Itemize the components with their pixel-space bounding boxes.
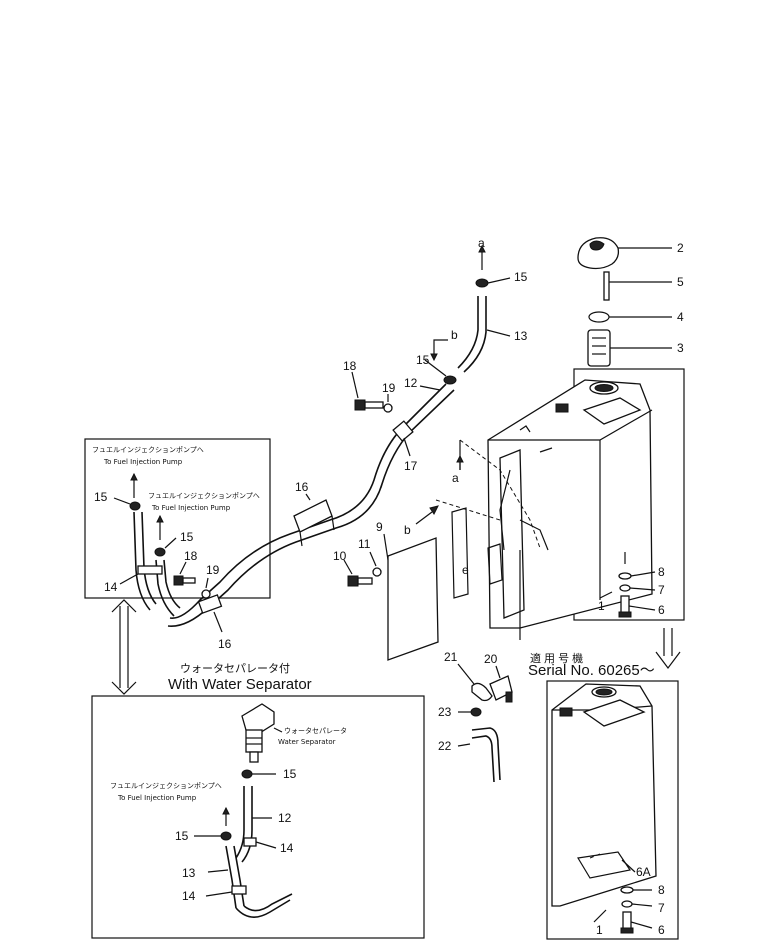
part-number: 6: [658, 923, 665, 937]
pipe-clip: [392, 420, 414, 442]
strainer: [587, 329, 611, 367]
clamp: [154, 547, 166, 557]
part-number: 7: [658, 901, 665, 915]
part-number: 12: [278, 811, 292, 825]
part-number: 18: [184, 549, 198, 563]
cover-plate: [387, 537, 439, 661]
part-number: 4: [677, 310, 684, 324]
clamp: [241, 769, 253, 779]
water-separator: [241, 703, 275, 763]
part-number: 14: [280, 841, 294, 855]
part-number: 12: [404, 376, 418, 390]
caption-jp: フュエルインジェクションポンプへ: [92, 446, 204, 454]
part-number: 21: [444, 650, 458, 664]
ref-letter: b: [451, 328, 458, 342]
part-number: 5: [677, 275, 684, 289]
part-number: 19: [206, 563, 220, 577]
part-number: 6: [658, 603, 665, 617]
clamp: [220, 831, 232, 841]
section-title-en: With Water Separator: [168, 676, 312, 693]
section-title-jp: ウォータセパレータ付: [180, 662, 290, 675]
part-number: 16: [218, 637, 232, 651]
ref-letter: a: [452, 471, 459, 485]
bolt: [347, 567, 382, 587]
caption-en: Water Separator: [278, 738, 336, 746]
part-number: 1: [598, 599, 605, 613]
pipe-clip: [137, 565, 163, 575]
ref-letter: a: [478, 236, 485, 250]
part-number: 15: [514, 270, 528, 284]
caption-jp: フュエルインジェクションポンプへ: [148, 492, 260, 500]
pipe-clip: [231, 885, 247, 895]
drain-hose: [471, 727, 501, 783]
part-number: 23: [438, 705, 452, 719]
bolt: [354, 399, 393, 413]
part-number: 15: [416, 353, 430, 367]
fuel-tank: [487, 379, 653, 629]
caption-jp: フュエルインジェクションポンプへ: [110, 782, 222, 790]
part-number: 3: [677, 341, 684, 355]
part-number: 9: [376, 520, 383, 534]
part-number: 10: [333, 549, 347, 563]
part-number: 22: [438, 739, 452, 753]
part-number: 6A: [636, 865, 651, 879]
part-number: 2: [677, 241, 684, 255]
serial-title-jp: 適 用 号 機: [530, 651, 583, 665]
part-number: 7: [658, 583, 665, 597]
part-number: 14: [182, 889, 196, 903]
part-number: 19: [382, 381, 396, 395]
part-number: 15: [283, 767, 297, 781]
pipe-clamp: [293, 499, 335, 547]
pipe-clip: [243, 837, 257, 847]
fuel-pipe: [167, 383, 455, 627]
caption-en: To Fuel Injection Pump: [151, 504, 231, 512]
serial-title-en: Serial No. 60265～: [528, 662, 655, 679]
water-separator-box: [91, 695, 425, 939]
part-number: 17: [404, 459, 418, 473]
drain-bolt-assembly: [618, 552, 632, 618]
part-number: 15: [180, 530, 194, 544]
o-ring: [588, 311, 610, 323]
part-number: 1: [596, 923, 603, 937]
fuel-pipe: [133, 511, 181, 617]
part-number: 8: [658, 883, 665, 897]
clamp: [470, 707, 482, 717]
fuel-cap: [577, 237, 620, 270]
fuel-tank: [551, 683, 657, 907]
mounting-bracket: e: [451, 449, 549, 619]
double-arrow: [111, 599, 137, 695]
part-number: 16: [295, 480, 309, 494]
pump-connection-box: [84, 438, 271, 599]
bolt: [173, 575, 211, 599]
part-number: 18: [343, 359, 357, 373]
strainer-pin: [603, 271, 610, 301]
drain-bolt-assembly: [620, 886, 634, 934]
part-number: 20: [484, 652, 498, 666]
hose: [457, 278, 489, 373]
serial-tank-frame: [546, 680, 679, 940]
ref-letter: e: [462, 563, 469, 577]
caption-en: To Fuel Injection Pump: [103, 458, 183, 466]
part-number: 14: [104, 580, 118, 594]
drain-valve: [471, 675, 513, 703]
ref-letter: b: [404, 523, 411, 537]
part-number: 15: [175, 829, 189, 843]
clamp: [443, 375, 457, 385]
mounting-plate: [577, 851, 631, 879]
part-number: 8: [658, 565, 665, 579]
caption-jp: ウォータセパレータ: [284, 726, 347, 735]
part-number: 11: [358, 537, 371, 551]
part-number: 13: [182, 866, 196, 880]
clamp: [129, 501, 141, 511]
part-number: 15: [94, 490, 108, 504]
part-number: 13: [514, 329, 528, 343]
pipe-clamp: [197, 594, 223, 614]
down-arrow: [655, 651, 681, 669]
caption-en: To Fuel Injection Pump: [117, 794, 197, 802]
